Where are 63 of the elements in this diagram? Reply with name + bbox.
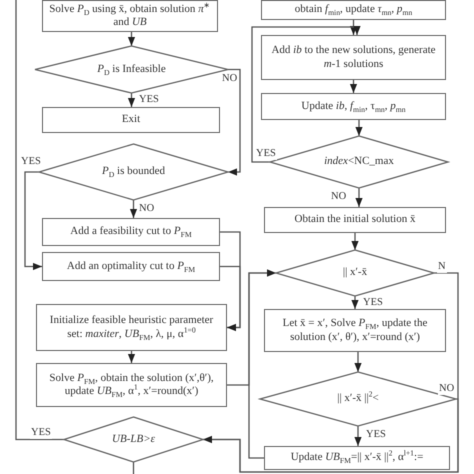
node-label: index<NC_max — [323, 155, 395, 169]
arrow — [251, 26, 361, 163]
process-box — [264, 309, 446, 352]
node-label: Update UB$_{FM}$=|| x′-x̄ ||$^{2}$, α$^{l+1}$:= — [290, 451, 424, 465]
arrow — [24, 171, 42, 270]
process-box — [42, 218, 220, 246]
node-label: UB-LB>ε — [111, 432, 156, 446]
node-label: Let x̄ = x′, Solve P$_{FM}$, update the solution (x′, θ′), x′=round (x′) — [282, 317, 428, 344]
process-box — [264, 446, 450, 470]
node-label: Add an optimality cut to P$_{FM}$ — [66, 260, 196, 274]
node-label: Add ib to the new solutions, generate m-1 solutions — [270, 44, 437, 71]
node-label: || x′-x̄ — [342, 266, 368, 280]
decision-diamond — [64, 417, 203, 462]
edge-label: YES — [255, 149, 277, 160]
arrow — [350, 80, 358, 93]
node-label: P$_{D}$ is bounded — [100, 165, 166, 179]
node-label: Add a feasibility cut to P$_{FM}$ — [69, 225, 193, 239]
arrow — [228, 68, 241, 176]
process-box — [36, 363, 227, 407]
edge-label: NO — [221, 74, 238, 84]
node-label: Solve P$_{FM}$, obtain the solution (x′,θ′), update UB$_{FM}$, α$^{1}$, x′=round(x′) — [48, 372, 215, 398]
arrow — [355, 188, 363, 207]
edge-label: NO — [330, 192, 348, 202]
arrow — [130, 200, 138, 218]
node-label: Update ib, f$_{min}$, τ$_{mn}$, p$_{mn}$ — [300, 100, 407, 114]
arrow — [220, 266, 241, 332]
arrow — [128, 351, 136, 363]
node-label: Solve P$_{D}$ using x̄, obtain solution π$^{∗}$ and UB — [48, 2, 212, 30]
decision-diamond — [260, 372, 456, 426]
process-box — [261, 93, 446, 120]
arrow — [128, 32, 136, 46]
process-box — [261, 0, 446, 20]
edge-label: YES — [362, 298, 384, 308]
edge-label: YES — [20, 157, 42, 168]
arrow — [203, 398, 459, 473]
edge-label: N — [437, 262, 447, 272]
arrow — [355, 120, 363, 136]
edge-label: NO — [138, 204, 156, 214]
process-box — [261, 35, 446, 80]
process-box — [264, 207, 446, 233]
decision-diamond — [39, 144, 228, 200]
process-box — [42, 107, 220, 133]
edge-label: NO — [438, 384, 456, 394]
process-box — [42, 0, 218, 32]
node-label: Exit — [120, 113, 142, 127]
decision-diamond — [276, 250, 434, 296]
arrow — [351, 233, 359, 250]
arrow — [354, 426, 362, 446]
node-label: Obtain the initial solution x̄ — [294, 213, 416, 227]
node-label: obtain f$_{min}$, update τ$_{mn}$, p$_{mn}$ — [294, 3, 414, 17]
process-box — [42, 252, 220, 281]
node-label: P$_{D}$ is Infeasible — [96, 62, 167, 76]
arrow — [350, 20, 358, 35]
process-box — [36, 304, 227, 351]
edge-label: YES — [30, 428, 52, 438]
edge-label: YES — [365, 430, 387, 440]
arrow — [248, 269, 276, 459]
arrow — [354, 352, 362, 372]
arrow — [128, 93, 136, 107]
node-label: Initialize feasible heuristic parameter set: maxiter, UB$_{FM}$, λ, μ, α$^{1=0}$ — [48, 314, 214, 341]
edge-label: YES — [138, 95, 160, 106]
node-label: || x′-x̄ ||$^{2}$< — [336, 392, 380, 406]
arrow — [351, 296, 359, 309]
